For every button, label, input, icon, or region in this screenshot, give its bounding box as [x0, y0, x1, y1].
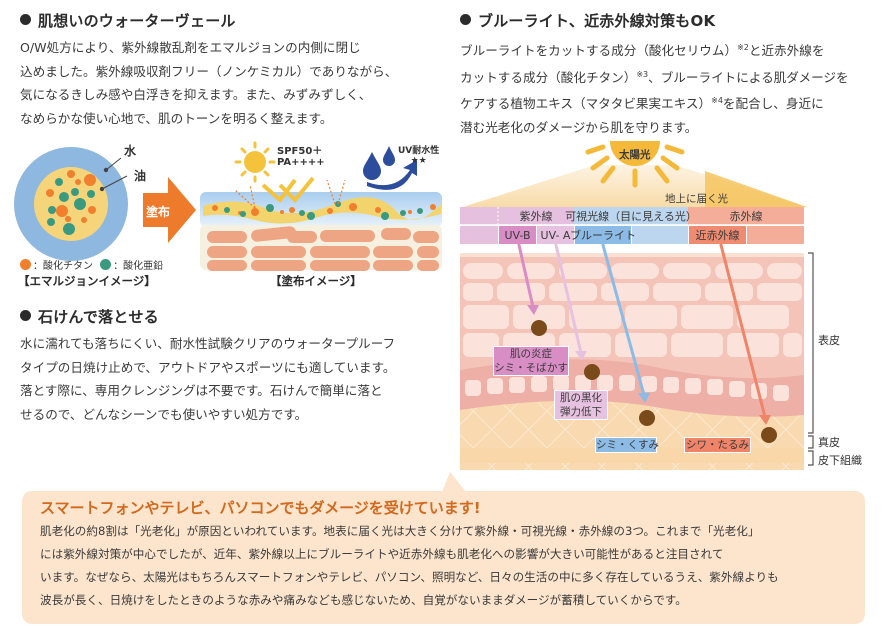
effect-line: 肌の黒化: [560, 392, 602, 404]
legend-zinc: ：酸化亜鉛: [113, 261, 164, 272]
bullet-icon: [460, 14, 471, 25]
text-line: 気になるきしみ感や白浮きを抑えます。また、みずみずしく、: [20, 87, 372, 102]
text-line: には紫外線対策が中心でしたが、近年、紫外線以上にブルーライトや近赤外線も肌老化へ…: [40, 547, 724, 561]
band-bluelight: ブルーライト: [570, 229, 636, 242]
layer-subcutaneous: 皮下組織: [818, 454, 862, 467]
callout-box: [22, 491, 865, 624]
text-line: 肌老化の約8割は「光老化」が原因といわれています。地表に届く光は大きく分けて紫外…: [40, 524, 760, 538]
footnote-ref: ※3: [636, 69, 649, 79]
effect-darkening: 肌の黒化 弾力低下: [554, 390, 608, 420]
application-diagram: SPF50＋ PA++++ UV耐水性 ★★ 【塗布イメージ】: [195, 140, 445, 290]
callout-text: 肌老化の約8割は「光老化」が原因といわれています。地表に届く光は大きく分けて紫外…: [40, 520, 779, 612]
zinc-dot-icon: [100, 259, 112, 270]
section-title-soap: 石けんで落とせる: [20, 306, 159, 327]
band-uva: UV- A: [540, 228, 571, 242]
text-line: せるので、どんなシーンでも使いやすい処方です。: [20, 406, 308, 422]
skin-diagram: 太陽光 地上に届く光 紫外線 可視光線（目に見える光） 赤外線 UV-B UV-…: [455, 135, 886, 473]
footnote-ref: ※4: [711, 96, 723, 105]
ground-light-label: 地上に届く光: [665, 193, 728, 205]
text-line: ブルーライトをカットする成分（酸化セリウム）※2と近赤外線を: [460, 36, 849, 63]
text-line: カットする成分（酸化チタン）※3、ブルーライトによる肌ダメージを: [460, 63, 849, 90]
star-rating-icon: ★★: [410, 156, 427, 166]
text-line: なめらかな使い心地で、肌のトーンを明るく整えます。: [20, 110, 333, 126]
text-segment: を配合し、身近に: [722, 96, 824, 111]
legend: ：酸化チタン ：酸化亜鉛: [20, 257, 163, 272]
section-title-water-veil: 肌想いのウォーターヴェール: [20, 10, 236, 31]
callout-title: スマートフォンやテレビ、パソコンでもダメージを受けています!: [40, 499, 481, 517]
text-segment: 、ブルーライトによる肌ダメージを: [648, 69, 849, 85]
text-line: 潜む光老化のダメージから肌を守ります。: [460, 116, 849, 140]
effect-inflammation: 肌の炎症 シミ・そばかす: [493, 346, 569, 376]
text-segment: ケアする植物エキス（マタタビ果実エキス）: [460, 96, 712, 111]
text-segment: と近赤外線を: [748, 43, 825, 58]
text-line: ケアする植物エキス（マタタビ果実エキス）※4を配合し、身近に: [460, 89, 849, 116]
effect-line: 弾力低下: [560, 406, 602, 418]
apply-arrow-label: 塗布: [146, 205, 171, 219]
layer-dermis: 真皮: [818, 436, 840, 449]
text-line: 水に濡れても落ちにくい、耐水性試験クリアのウォータープルーフ: [20, 336, 396, 351]
text-line: います。なぜなら、太陽光はもちろんスマートフォンやテレビ、パソコン、照明など、日…: [40, 570, 779, 584]
text-line: タイプの日焼け止めで、アウトドアやスポーツにも適しています。: [20, 359, 396, 375]
water-veil-paragraph: O/W処方により、紫外線散乱剤をエマルジョンの内側に閉じ 込めました。紫外線吸収…: [20, 36, 397, 130]
emulsion-illustration: [14, 147, 196, 261]
section-title-text: ブルーライト、近赤外線対策もOK: [478, 12, 716, 30]
skin-illustration: [460, 141, 814, 473]
spf-label: SPF50＋ PA++++: [277, 146, 325, 168]
effect-dullness: シミ・くすみ: [595, 437, 659, 453]
band-visible: 可視光線（目に見える光）: [565, 210, 697, 223]
text-line: 込めました。紫外線吸収剤フリー（ノンケミカル）でありながら、: [20, 63, 398, 79]
bullet-icon: [20, 310, 31, 321]
layer-epidermis: 表皮: [818, 334, 840, 347]
section-title-text: 石けんで落とせる: [38, 308, 159, 326]
text-segment: 潜む光老化のダメージから肌を守ります。: [460, 119, 698, 135]
effect-line: 肌の炎症: [510, 348, 552, 360]
application-illustration: [200, 141, 442, 271]
bullet-icon: [20, 14, 31, 25]
band-uvb: UV-B: [504, 228, 531, 242]
section-title-text: 肌想いのウォーターヴェール: [38, 12, 236, 30]
text-line: 波長が長く、日焼けをしたときのような赤みや痛みなども感じないため、自覚がないまま…: [40, 593, 687, 607]
section-title-bluelight: ブルーライト、近赤外線対策もOK: [460, 10, 715, 31]
band-uv: 紫外線: [519, 210, 553, 223]
callout-pointer: [442, 472, 466, 492]
band-near-infrared: 近赤外線: [695, 229, 740, 242]
application-caption: 【塗布イメージ】: [270, 274, 362, 288]
emulsion-caption: 【エマルジョンイメージ】: [18, 274, 156, 288]
text-line: O/W処方により、紫外線散乱剤をエマルジョンの内側に閉じ: [20, 40, 361, 55]
uv-water-text: UV耐水性: [398, 146, 440, 156]
text-segment: ブルーライトをカットする成分（酸化セリウム）: [460, 43, 738, 58]
label-oil: 油: [134, 169, 147, 183]
spf-value: SPF50＋: [277, 146, 323, 157]
titanium-dot-icon: [20, 259, 31, 270]
pa-value: PA++++: [277, 157, 325, 168]
effect-wrinkles: シワ・たるみ: [684, 437, 751, 453]
soap-paragraph: 水に濡れても落ちにくい、耐水性試験クリアのウォータープルーフ タイプの日焼け止め…: [20, 332, 395, 426]
band-infrared: 赤外線: [729, 210, 763, 223]
sun-label: 太陽光: [619, 149, 651, 161]
emulsion-diagram: 水 油 塗布 ：酸化チタン ：酸化亜鉛 【エマルジョンイメージ】: [0, 140, 200, 290]
effect-line: シミ・そばかす: [494, 362, 568, 374]
footnote-ref: ※2: [737, 43, 749, 52]
text-segment: カットする成分（酸化チタン）: [460, 69, 637, 85]
water-resistance-label: UV耐水性 ★★: [398, 146, 439, 166]
label-water: 水: [124, 144, 137, 158]
text-line: 落とす際に、専用クレンジングは不要です。石けんで簡単に落と: [20, 383, 383, 398]
legend-titanium: ：酸化チタン: [33, 261, 93, 272]
bluelight-paragraph: ブルーライトをカットする成分（酸化セリウム）※2と近赤外線を カットする成分（酸…: [460, 36, 849, 139]
